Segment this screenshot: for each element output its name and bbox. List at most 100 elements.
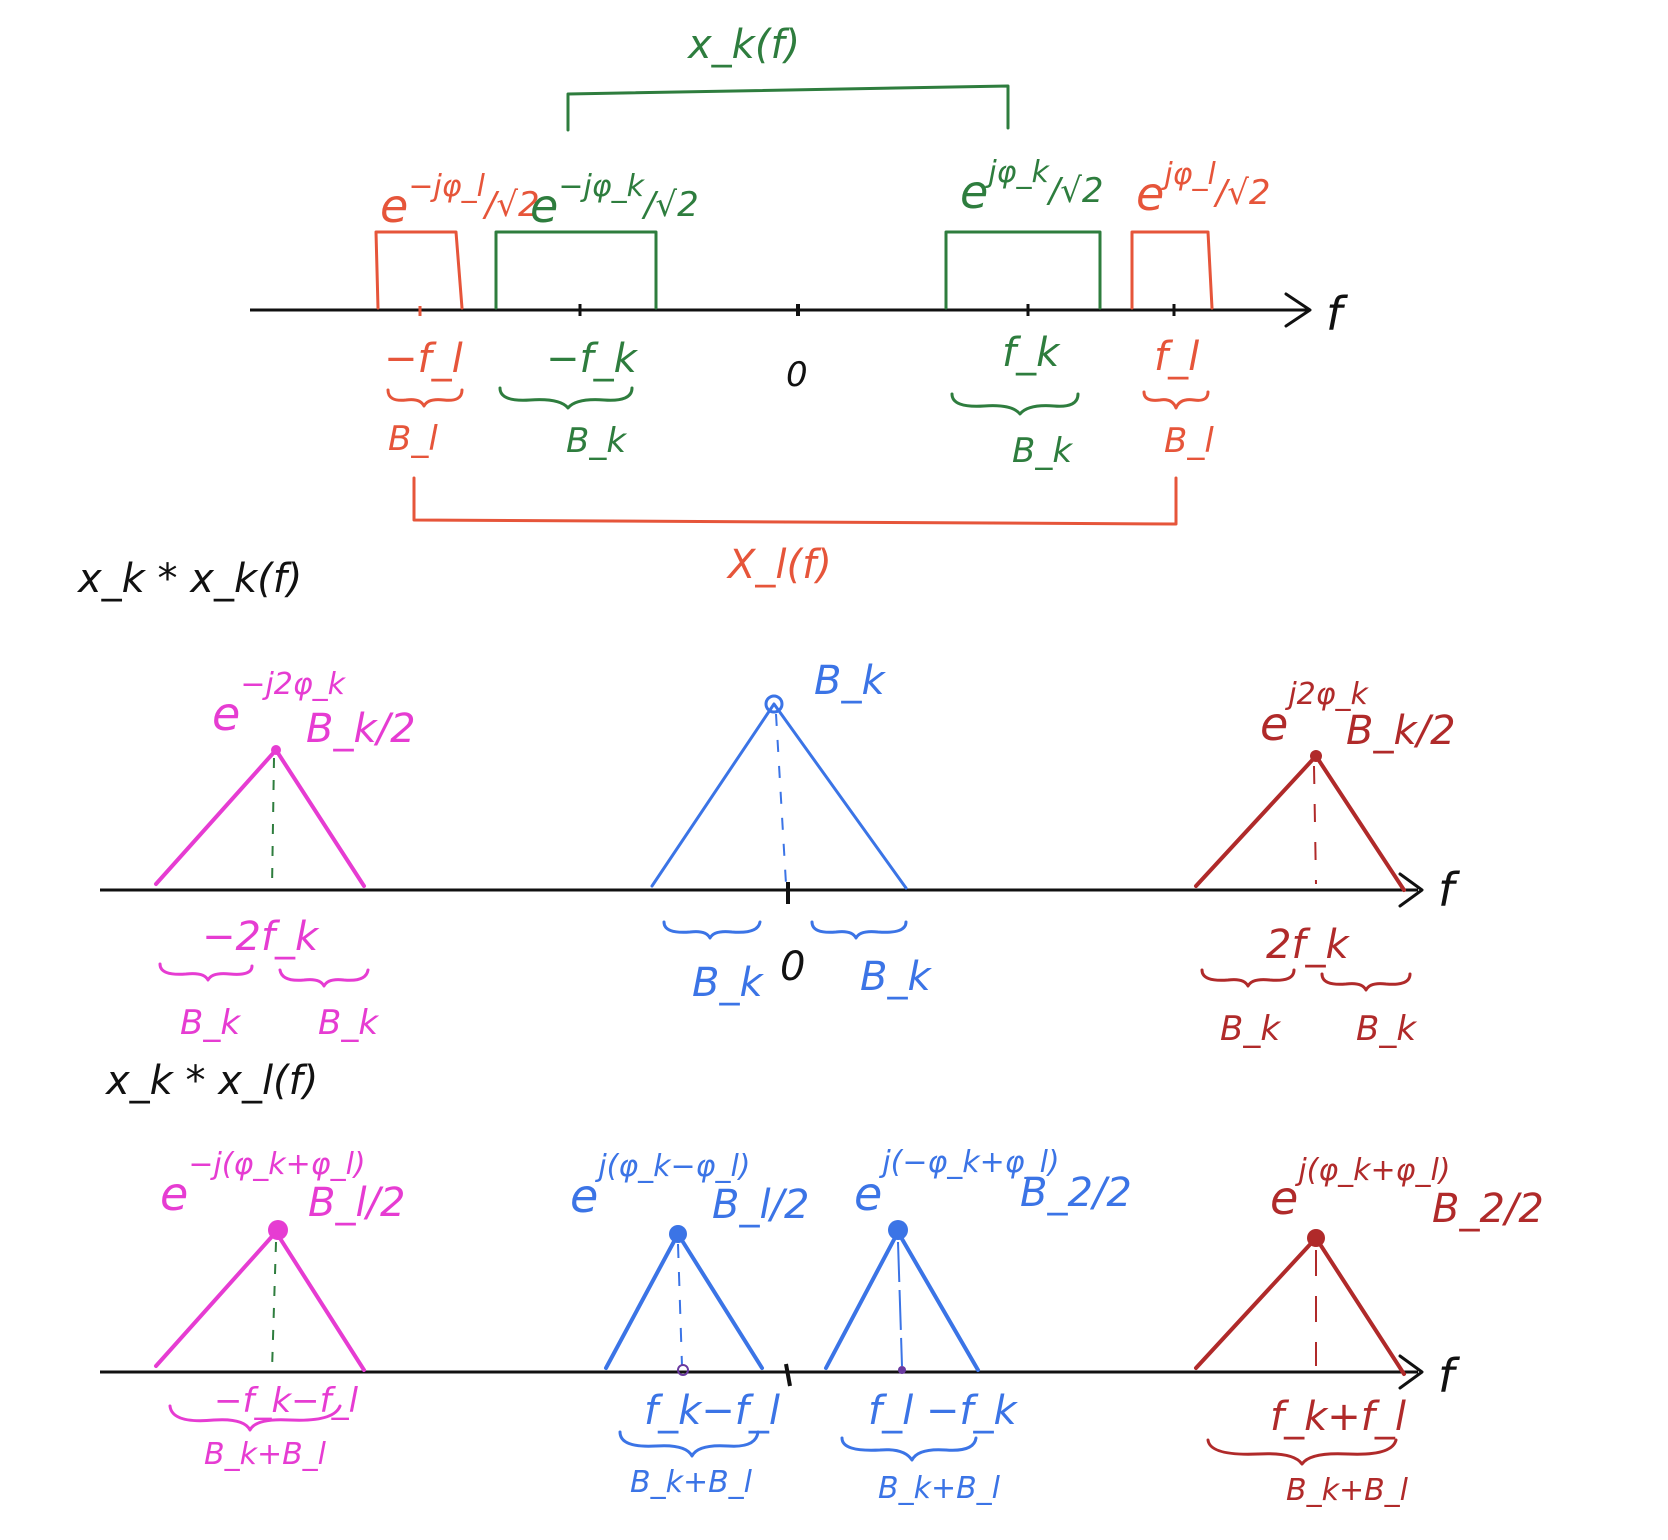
coef-sup: −j2φ_k: [240, 667, 346, 702]
center-marker: [898, 1366, 906, 1374]
triangle-coef: ej(−φ_k+φ_l): [854, 1145, 1060, 1221]
rect-freq-label: f_l: [1154, 334, 1199, 380]
triangle-coef: e−j(φ_k+φ_l): [160, 1147, 366, 1221]
band-brace: [168, 1404, 342, 1432]
panel1-axis-label: f: [1326, 287, 1348, 341]
band-label: B_k+B_l: [630, 1465, 753, 1500]
band-label-left: B_k: [1220, 1009, 1281, 1049]
peak-dot: [669, 1225, 687, 1243]
panel1-origin-label: 0: [786, 355, 808, 395]
panel1-xk-brace-label: x_k(f): [686, 22, 800, 68]
coef-base: e: [1260, 697, 1288, 751]
triangle-amplitude: B_l/2: [712, 1182, 809, 1228]
band-brace-right: [1320, 972, 1412, 992]
triangle-freq-label: f_l −f_k: [868, 1388, 1019, 1434]
triangle-coef: ej(φ_k−φ_l): [570, 1149, 750, 1223]
coef-tail: /√2: [482, 185, 540, 225]
coef-sup: j2φ_k: [1284, 677, 1369, 712]
rect-coef: e−jφ_k/√2: [530, 169, 699, 233]
triangle-shape: [650, 702, 908, 890]
triangle-amplitude: B_l/2: [308, 1180, 405, 1226]
triangle-amplitude: B_k: [814, 658, 886, 704]
coef-base: e: [570, 1169, 598, 1223]
panel2-triangle-zero: B_k B_k B_k: [650, 658, 932, 1006]
coef-base: e: [960, 165, 988, 219]
panel3-triangle-fk-plus-fl: ej(φ_k+φ_l) B_2/2 f_k+f_l B_k+B_l: [1194, 1153, 1544, 1508]
band-label-right: B_k: [1356, 1009, 1417, 1049]
triangle-amplitude: B_k/2: [1346, 708, 1456, 754]
band-label: B_k+B_l: [1286, 1473, 1409, 1508]
panel1-rect-neg-fk: e−jφ_k/√2 −f_k B_k: [494, 169, 699, 461]
band-label: B_l: [1164, 421, 1214, 461]
coef-base: e: [212, 687, 240, 741]
band-brace: [618, 1430, 760, 1458]
panel-auto-convolution: x_k * x_k(f) f 0 e−j2φ_k B_k/2 −2f_k B_k…: [76, 556, 1460, 1049]
panel-signal-spectra: f 0 x_k(f) X_l(f) e−jφ_l/√2 −f_l B_l e−j…: [250, 22, 1348, 588]
band-label: B_l: [388, 419, 438, 459]
rect-outline: [374, 230, 464, 310]
triangle-shape: [154, 1230, 366, 1372]
rect-outline: [494, 230, 658, 310]
panel-cross-convolution: x_k * x_l(f) f e−j(φ_k+φ_l) B_l/2 −f_k−f…: [100, 1058, 1544, 1508]
band-label: B_k: [1012, 431, 1073, 471]
panel3-triangle-neg-fk-fl: e−j(φ_k+φ_l) B_l/2 −f_k−f_l B_k+B_l: [154, 1147, 405, 1472]
coef-sup: jφ_k: [984, 155, 1050, 190]
band-label-right: B_k: [860, 954, 932, 1000]
center-dashed-line: [775, 713, 787, 885]
band-label: B_k+B_l: [204, 1437, 327, 1472]
triangle-coef: ej2φ_k: [1260, 677, 1370, 751]
peak-dot: [271, 745, 281, 755]
coef-sup: j(−φ_k+φ_l): [878, 1145, 1059, 1180]
rect-coef: ejφ_l/√2: [1136, 157, 1271, 221]
panel2-axis-label: f: [1438, 863, 1460, 917]
triangle-amplitude: B_2/2: [1432, 1186, 1544, 1232]
coef-sup: −j(φ_k+φ_l): [188, 1147, 365, 1182]
band-label-left: B_k: [692, 960, 764, 1006]
band-brace-right: [810, 920, 908, 940]
rect-outline: [944, 230, 1102, 310]
center-dashed-line: [1313, 765, 1317, 885]
coef-base: e: [854, 1167, 882, 1221]
peak-dot: [1307, 1229, 1325, 1247]
triangle-shape: [1194, 1236, 1406, 1376]
triangle-amplitude: B_k/2: [306, 706, 416, 752]
coef-sup: −jφ_l: [408, 169, 485, 204]
coef-base: e: [1270, 1171, 1298, 1225]
peak-dot: [764, 694, 784, 714]
panel3-axis-arrowhead: [1398, 1354, 1424, 1390]
band-brace-left: [158, 962, 254, 982]
triangle-shape: [1194, 754, 1406, 892]
coef-tail: /√2: [641, 185, 699, 225]
triangle-amplitude: B_2/2: [1020, 1170, 1132, 1216]
peak-dot: [268, 1220, 288, 1240]
coef-sup: jφ_l: [1160, 157, 1216, 192]
band-brace: [1206, 1438, 1398, 1466]
triangle-freq-label: −2f_k: [202, 914, 320, 960]
rect-coef: ejφ_k/√2: [960, 155, 1104, 219]
panel1-rect-pos-fl: ejφ_l/√2 f_l B_l: [1130, 157, 1271, 461]
triangle-coef: e−j2φ_k: [212, 667, 347, 741]
coef-base: e: [160, 1167, 188, 1221]
triangle-freq-label: f_k−f_l: [644, 1388, 780, 1434]
band-label: B_k+B_l: [878, 1471, 1001, 1506]
panel1-xk-brace: [566, 84, 1010, 132]
coef-sup: j(φ_k−φ_l): [594, 1149, 750, 1184]
triangle-coef: ej(φ_k+φ_l): [1270, 1153, 1450, 1225]
panel3-triangle-fl-minus-fk: ej(−φ_k+φ_l) B_2/2 f_l −f_k B_k+B_l: [824, 1145, 1132, 1506]
rect-freq-label: −f_k: [546, 336, 639, 382]
band-label-right: B_k: [318, 1003, 379, 1043]
panel1-axis-arrowhead: [1284, 292, 1312, 328]
panel3-title: x_k * x_l(f): [104, 1058, 318, 1104]
band-brace: [950, 392, 1080, 416]
triangle-shape: [154, 748, 366, 888]
triangle-freq-label: f_k+f_l: [1270, 1394, 1406, 1440]
triangle-freq-label: 2f_k: [1266, 922, 1351, 968]
panel2-triangle-pos-2fk: ej2φ_k B_k/2 2f_k B_k B_k: [1194, 677, 1456, 1049]
panel3-origin-tick: [784, 1363, 792, 1387]
peak-dot: [1310, 750, 1322, 762]
band-brace: [1142, 390, 1210, 410]
rect-freq-label: f_k: [1002, 330, 1061, 376]
panel1-rect-pos-fk: ejφ_k/√2 f_k B_k: [944, 155, 1104, 471]
rect-outline: [1130, 230, 1214, 310]
